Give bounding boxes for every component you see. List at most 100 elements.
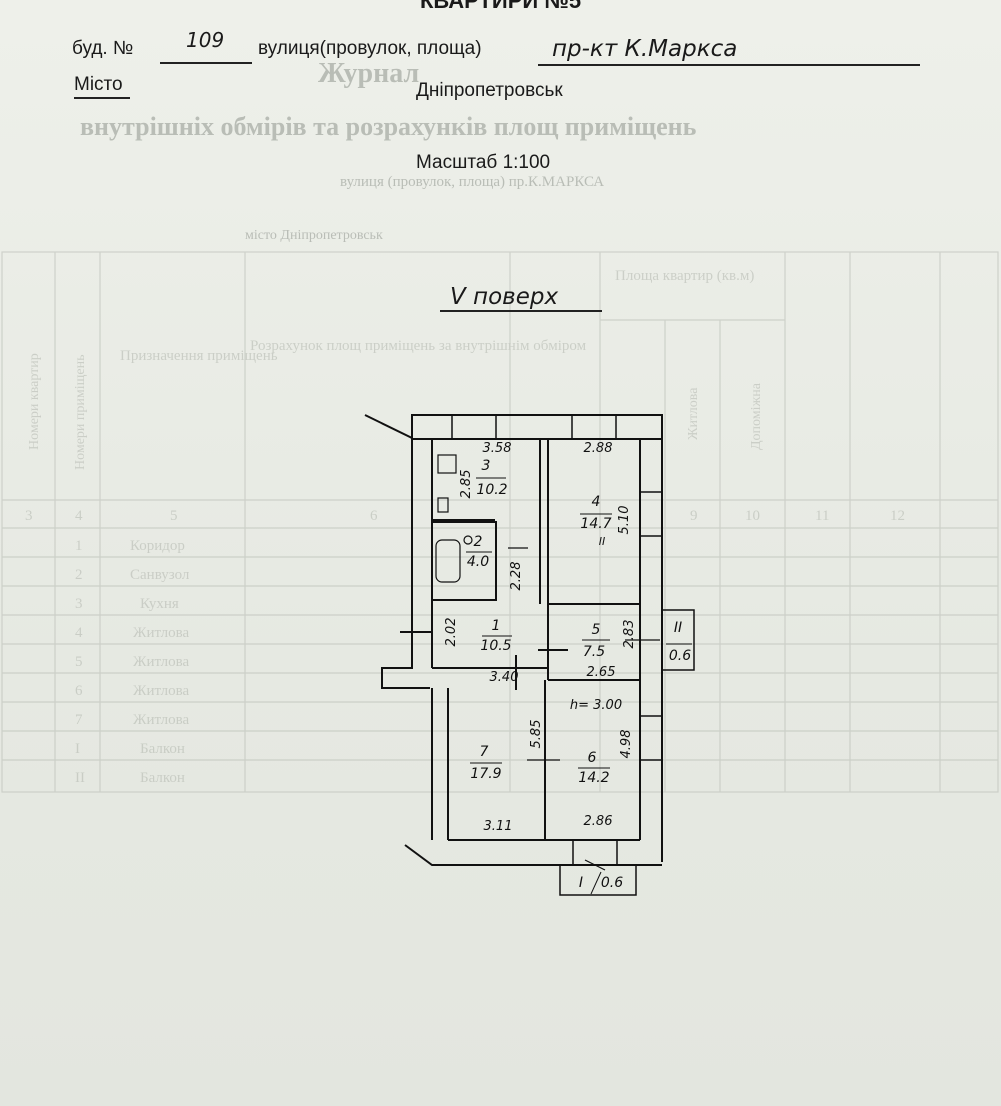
bleed-through-street-line: вулиця (провулок, площа) пр.К.МАРКСА [340, 174, 605, 190]
building-number-underline [160, 62, 252, 64]
dim-room5-depth: 2.83 [622, 620, 637, 649]
balcony-i [559, 864, 637, 896]
building-label: буд. № [72, 38, 134, 59]
ghost-row-name: Балкон [140, 770, 185, 786]
dim-kitchen-width: 3.58 [483, 441, 512, 456]
ghost-row-num: I [75, 741, 80, 757]
dim-kitchen-depth: 2.85 [459, 470, 474, 499]
street-value: пр-кт К.Маркса [552, 36, 738, 62]
balcony-i-number: I [579, 875, 583, 891]
dim-room5-width: 2.65 [587, 665, 616, 680]
room-4-area: 14.7 [580, 516, 611, 532]
room-6-number: 6 [588, 750, 597, 766]
dim-corridor-width: 3.40 [490, 670, 519, 685]
ghost-row-name: Балкон [140, 741, 185, 757]
city-label: Місто [74, 74, 123, 95]
ghost-row-num: 2 [75, 567, 83, 583]
city-label-underline [74, 97, 130, 99]
bleed-through-table: Призначення приміщень Розрахунок площ пр… [1, 251, 999, 793]
bathroom-outline [431, 521, 497, 601]
room4-side-window [639, 491, 663, 537]
dim-storage-marker: II [599, 535, 606, 548]
ghost-col-num: 4 [75, 508, 83, 524]
bathtub-fixture [435, 539, 461, 583]
ghost-col-header: Розрахунок площ приміщень за внутрішнім … [250, 338, 587, 354]
room-7-area: 17.9 [470, 766, 501, 782]
ghost-row-name: Житлова [133, 683, 190, 699]
ghost-row-name: Житлова [133, 654, 190, 670]
ghost-col-num: 5 [170, 508, 178, 524]
ghost-row-name: Житлова [133, 625, 190, 641]
ghost-col-num: 9 [690, 508, 698, 524]
street-label: вулиця(провулок, площа) [258, 38, 482, 59]
dim-corridor-depth: 2.02 [444, 618, 459, 647]
bleed-through-city-line: місто Дніпропетровськ [245, 228, 383, 243]
sink-fixture [437, 497, 449, 513]
room-1-number: 1 [492, 618, 501, 634]
room4-window [571, 414, 617, 440]
ghost-col-num: 11 [815, 508, 829, 524]
bleed-through-journal-title: Журнал [318, 58, 420, 89]
room-4-number: 4 [592, 494, 601, 510]
ghost-row-num: 1 [75, 538, 83, 554]
balcony-i-area: 0.6 [601, 875, 623, 891]
ghost-col-num: 10 [745, 508, 760, 524]
ghost-col-header: Житлова [686, 387, 701, 440]
room-2-number: 2 [474, 534, 483, 550]
room-3-area: 10.2 [476, 482, 507, 498]
ghost-row-num: 3 [75, 596, 83, 612]
balcony-ii [661, 609, 695, 671]
room-6-area: 14.2 [578, 770, 609, 786]
ghost-row-name: Кухня [140, 596, 179, 612]
ghost-row-name: Житлова [133, 712, 190, 728]
dim-bath-depth: 2.28 [509, 562, 524, 591]
ghost-col-num: 12 [890, 508, 905, 524]
ghost-col-header: Призначення приміщень [120, 348, 278, 364]
dim-ceiling-height: h= 3.00 [570, 698, 622, 713]
bleed-through-journal-subtitle: внутрішніх обмірів та розрахунків площ п… [80, 112, 697, 141]
dim-room6-depth: 4.98 [619, 730, 634, 759]
dim-room4-depth: 5.10 [617, 506, 632, 535]
ghost-col-num: 3 [25, 508, 33, 524]
left-neighbor-wall [364, 414, 430, 689]
room-1-area: 10.5 [480, 638, 511, 654]
ghost-col-header: Площа квартир (кв.м) [615, 268, 754, 284]
building-number: 109 [186, 28, 225, 52]
room6-side-window [639, 715, 663, 761]
scale-text: Масштаб 1:100 [416, 152, 551, 173]
dim-room4-width: 2.88 [584, 441, 613, 456]
stove-fixture [437, 454, 457, 474]
floor-label-underline [440, 310, 602, 312]
street-underline [538, 64, 920, 66]
balcony-ii-area: 0.6 [669, 648, 691, 664]
ghost-row-num: 4 [75, 625, 83, 641]
ghost-col-header: Допоміжна [749, 382, 764, 450]
ghost-row-name: Санвузол [130, 567, 190, 583]
ghost-col-num: 6 [370, 508, 378, 524]
dim-room7-width: 3.11 [484, 819, 513, 834]
city-value: Дніпропетровськ [416, 80, 563, 101]
ghost-row-name: Коридор [130, 538, 185, 554]
top-outer-wall [411, 414, 663, 440]
dim-room6-width: 2.86 [584, 814, 613, 829]
bottom-outer-wall [404, 844, 662, 866]
document-title-fragment: КВАРТИРИ №5 [420, 0, 582, 13]
ghost-col-header: Номери квартир [27, 353, 42, 450]
ghost-col-header: Номери приміщень [73, 354, 88, 470]
room-5-number: 5 [592, 622, 601, 638]
ghost-row-num: II [75, 770, 85, 786]
room-2-area: 4.0 [467, 554, 489, 570]
dim-room7-depth: 5.85 [529, 720, 544, 749]
room-7-number: 7 [480, 744, 489, 760]
kitchen-window [451, 414, 497, 440]
ghost-row-num: 5 [75, 654, 83, 670]
toilet-fixture [463, 535, 473, 545]
balcony-ii-number: II [674, 620, 682, 636]
ghost-row-num: 6 [75, 683, 83, 699]
ghost-row-num: 7 [75, 712, 83, 728]
floor-label: V поверх [450, 284, 559, 310]
room6-bottom-window [572, 839, 618, 866]
room-5-area: 7.5 [583, 644, 605, 660]
